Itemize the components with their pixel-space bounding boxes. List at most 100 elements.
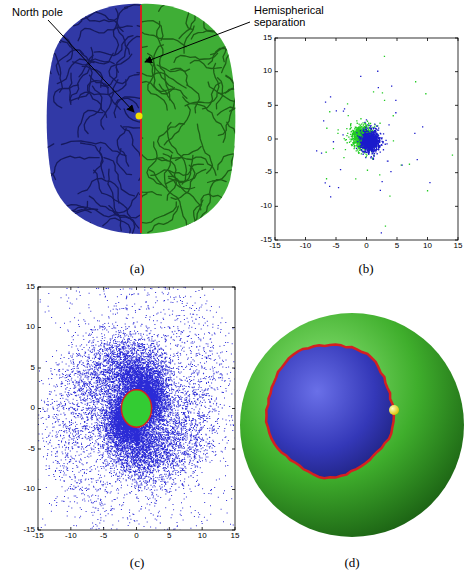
gyrus-line <box>79 59 114 77</box>
gyrus-line <box>40 231 108 239</box>
gyrus-line <box>226 75 239 111</box>
tick-label: -10 <box>300 242 312 251</box>
gyrus-line <box>216 78 222 109</box>
plot-frame <box>38 287 235 530</box>
gyrus-line <box>116 21 163 41</box>
gyrus-line <box>140 139 175 194</box>
scatter-plot-b <box>275 38 458 258</box>
left-hemisphere <box>47 4 141 234</box>
gyrus-line <box>124 119 193 130</box>
gyrus-line <box>186 0 200 30</box>
tick-label: -15 <box>32 532 44 541</box>
north-pole-dot <box>389 405 399 415</box>
hemisphere-cap <box>266 345 394 479</box>
tick-label: 15 <box>26 283 35 292</box>
gyrus-line <box>103 218 132 262</box>
gyrus-line <box>222 40 240 73</box>
blue-points <box>38 287 235 530</box>
right-gyri <box>103 0 279 235</box>
gyrus-line <box>0 180 51 206</box>
gyrus-line <box>117 128 128 166</box>
tick-label: 5 <box>395 242 399 251</box>
gyrus-line <box>62 141 127 156</box>
brain-illustration <box>0 0 279 262</box>
tick-label: 0 <box>364 242 368 251</box>
gyrus-line <box>148 206 179 232</box>
panel-label: (b) <box>358 262 373 276</box>
gyrus-line <box>53 201 88 237</box>
gyrus-line <box>89 193 138 213</box>
tick-label: 0 <box>31 404 35 413</box>
tick-label: -5 <box>265 168 272 177</box>
tick-label: -10 <box>65 532 77 541</box>
tick-label: -5 <box>100 532 107 541</box>
gyrus-line <box>57 53 113 83</box>
blue-points <box>316 71 431 234</box>
gyrus-line <box>70 0 82 26</box>
right-hemisphere <box>141 4 235 234</box>
gyrus-line <box>231 157 253 190</box>
tick-label: 5 <box>268 101 272 110</box>
gyrus-line <box>82 66 102 87</box>
gyrus-line <box>116 36 147 72</box>
gyrus-line <box>218 154 248 170</box>
leader-line <box>48 20 134 112</box>
gyrus-line <box>128 10 186 46</box>
gyrus-line <box>13 152 45 176</box>
gyrus-line <box>51 156 99 176</box>
gyrus-line <box>94 36 133 56</box>
panel-label: (c) <box>130 556 144 570</box>
panel-label: (d) <box>344 556 359 570</box>
gyrus-line <box>40 144 54 168</box>
tick-label: 15 <box>454 242 463 251</box>
tick-label: 10 <box>198 532 207 541</box>
green-points <box>326 56 454 240</box>
gyrus-line <box>134 186 161 195</box>
tick-marks <box>275 38 458 240</box>
tick-label: 10 <box>26 323 35 332</box>
gyrus-line <box>157 65 189 72</box>
gyrus-line <box>159 0 190 11</box>
tick-label: -10 <box>23 485 35 494</box>
north-pole-dot <box>136 113 143 120</box>
gyrus-line <box>47 0 65 4</box>
tick-label: 15 <box>263 34 272 43</box>
tick-label: -10 <box>260 202 272 211</box>
gyrus-line <box>234 2 250 25</box>
gyrus-line <box>45 187 53 218</box>
gyrus-line <box>49 36 56 74</box>
gyrus-line <box>190 61 221 69</box>
tick-label: -5 <box>28 445 35 454</box>
gyrus-line <box>203 83 221 109</box>
gyrus-line <box>124 109 174 130</box>
gyrus-line <box>179 1 198 39</box>
tick-label: -5 <box>332 242 339 251</box>
gyrus-line <box>226 51 248 94</box>
gyrus-line <box>217 107 263 132</box>
tick-label: 5 <box>167 532 171 541</box>
gyrus-line <box>211 41 268 55</box>
gyrus-line <box>81 143 105 178</box>
callout-label: North pole <box>12 6 63 18</box>
tick-label: 5 <box>31 364 35 373</box>
gyrus-line <box>37 218 75 244</box>
tick-mark <box>275 38 458 240</box>
gyrus-line <box>17 151 56 179</box>
gyrus-line <box>223 29 251 62</box>
gyrus-line <box>113 22 118 54</box>
gyrus-line <box>115 98 138 108</box>
gyrus-line <box>137 73 186 89</box>
gyrus-line <box>56 0 111 19</box>
tick-label: 10 <box>263 67 272 76</box>
gyrus-line <box>103 139 166 160</box>
gyrus-line <box>147 142 162 185</box>
gyrus-line <box>183 97 226 142</box>
sphere <box>240 313 464 537</box>
gyrus-line <box>204 18 241 32</box>
gyrus-line <box>90 223 111 249</box>
gyrus-line <box>44 45 62 92</box>
gyrus-line <box>141 82 174 95</box>
gyrus-line <box>78 110 103 137</box>
gyrus-line <box>27 87 47 117</box>
